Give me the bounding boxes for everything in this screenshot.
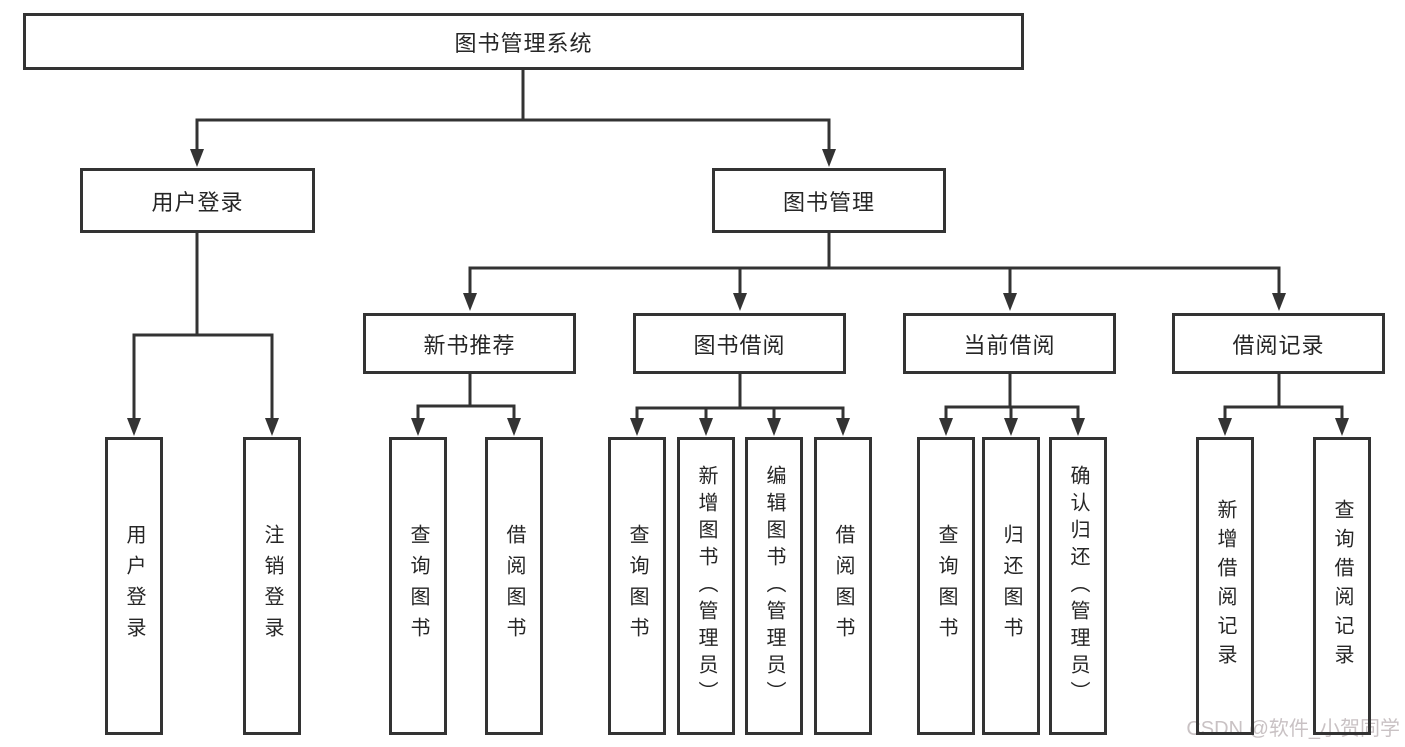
node-current-borrow: 当前借阅: [903, 313, 1116, 374]
watermark: CSDN @软件_小贺同学: [1186, 718, 1400, 740]
node-book-management-label: 图书管理: [782, 189, 875, 215]
leaf-nb-query-books: 查询图书: [389, 437, 447, 735]
connector-book-branch: [463, 231, 1286, 311]
leaf-bb-query-books: 查询图书: [608, 437, 666, 735]
node-user-login-label: 用户登录: [151, 189, 244, 215]
node-new-book-recommend: 新书推荐: [363, 313, 576, 374]
node-new-book-recommend-label: 新书推荐: [423, 332, 516, 358]
leaf-bb-add-book-admin: 新增图书（管理员）: [677, 437, 735, 735]
node-borrow-records: 借阅记录: [1172, 313, 1385, 374]
leaf-nb-borrow-books: 借阅图书: [485, 437, 543, 735]
node-user-login: 用户登录: [80, 168, 315, 233]
node-root-label: 图书管理系统: [454, 30, 593, 56]
leaf-br-add-record: 新增借阅记录: [1196, 437, 1254, 735]
leaf-cb-query-books: 查询图书: [917, 437, 975, 735]
node-borrow-records-label: 借阅记录: [1232, 332, 1325, 358]
leaf-user-login: 用户登录: [105, 437, 163, 735]
connector-book-borrow: [630, 373, 850, 436]
leaf-bb-borrow-books: 借阅图书: [814, 437, 872, 735]
connector-borrow-records: [1218, 373, 1349, 436]
connector-root: [190, 68, 836, 167]
leaf-bb-edit-book-admin: 编辑图书（管理员）: [745, 437, 803, 735]
node-book-borrow-label: 图书借阅: [693, 332, 786, 358]
leaf-br-query-record: 查询借阅记录: [1313, 437, 1371, 735]
leaf-cb-confirm-return-admin: 确认归还（管理员）: [1049, 437, 1107, 735]
node-root: 图书管理系统: [23, 13, 1024, 70]
connector-user-branch: [127, 231, 279, 436]
connector-new-book: [411, 373, 521, 436]
node-book-borrow: 图书借阅: [633, 313, 846, 374]
connector-current-borrow: [939, 373, 1085, 436]
leaf-logout: 注销登录: [243, 437, 301, 735]
leaf-cb-return-books: 归还图书: [982, 437, 1040, 735]
node-current-borrow-label: 当前借阅: [963, 332, 1056, 358]
node-book-management: 图书管理: [712, 168, 946, 233]
